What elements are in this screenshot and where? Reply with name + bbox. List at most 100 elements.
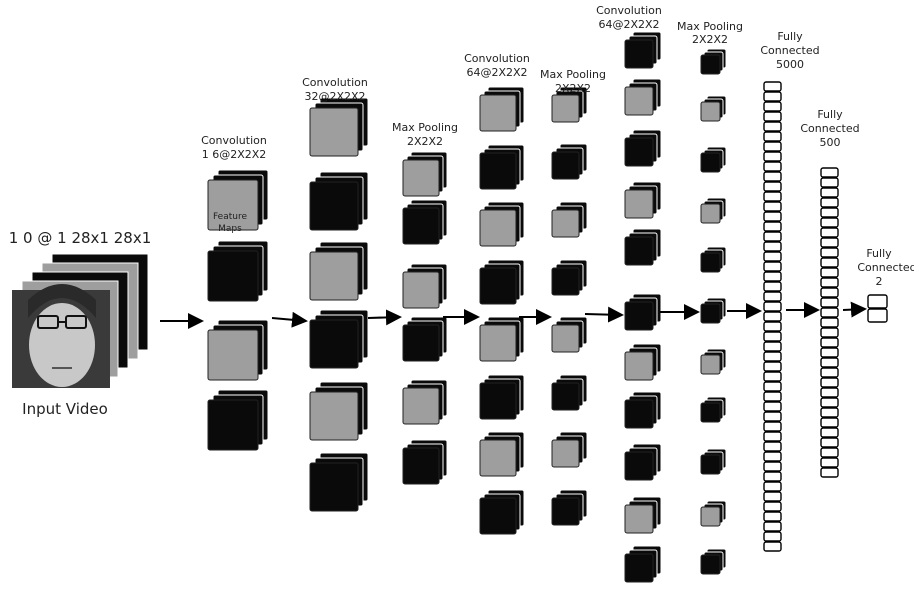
fc1-neuron bbox=[764, 522, 781, 531]
fc1-neuron bbox=[764, 352, 781, 361]
fc1-neuron bbox=[764, 142, 781, 151]
conv3-feature-map bbox=[480, 145, 524, 189]
flow-arrow bbox=[585, 314, 622, 315]
flow-arrow bbox=[368, 317, 400, 318]
fc1-neuron bbox=[764, 122, 781, 131]
pool3-feature-map bbox=[701, 49, 726, 74]
pool1-feature-map bbox=[403, 380, 447, 424]
fc2-neuron bbox=[821, 288, 838, 297]
pool2-feature-map bbox=[552, 490, 587, 525]
fc2-neuron bbox=[821, 198, 838, 207]
fc1-neuron bbox=[764, 102, 781, 111]
conv4-feature-map bbox=[625, 229, 661, 265]
conv1-feature-map bbox=[208, 320, 268, 380]
fc1-neuron bbox=[764, 512, 781, 521]
conv3-feature-map bbox=[480, 317, 524, 361]
fc3-neuron bbox=[868, 295, 887, 308]
fc2-neuron bbox=[821, 418, 838, 427]
fc2-neuron bbox=[821, 468, 838, 477]
pool2-feature-map bbox=[552, 202, 587, 237]
pool2-feature-map bbox=[552, 375, 587, 410]
pool2-feature-map bbox=[552, 317, 587, 352]
conv4-label: Convolution bbox=[596, 4, 662, 17]
pool1-feature-map bbox=[403, 317, 447, 361]
conv2-feature-map bbox=[310, 310, 368, 368]
fc1-neuron bbox=[764, 332, 781, 341]
fc1-neuron bbox=[764, 242, 781, 251]
fc1-neuron bbox=[764, 262, 781, 271]
fc1-neuron bbox=[764, 462, 781, 471]
conv3-feature-map bbox=[480, 87, 524, 131]
pool3-feature-map bbox=[701, 397, 726, 422]
fc1-neuron bbox=[764, 392, 781, 401]
pool3-feature-map bbox=[701, 147, 726, 172]
conv1-feature-map bbox=[208, 390, 268, 450]
fc3-label-line2: Connected bbox=[857, 261, 914, 274]
fc1-label: Fully bbox=[777, 30, 803, 43]
conv4-feature-map bbox=[625, 294, 661, 330]
fc1-neuron bbox=[764, 162, 781, 171]
fc1-neuron bbox=[764, 412, 781, 421]
fc1-neuron bbox=[764, 282, 781, 291]
fc1-neuron bbox=[764, 232, 781, 241]
pool2-feature-map bbox=[552, 260, 587, 295]
fc2-neuron bbox=[821, 208, 838, 217]
fc1-neuron bbox=[764, 202, 781, 211]
conv4-size: 64@2X2X2 bbox=[598, 18, 659, 31]
pool1-feature-map bbox=[403, 264, 447, 308]
face-image bbox=[12, 284, 110, 388]
fc2-neuron bbox=[821, 368, 838, 377]
conv3-feature-map bbox=[480, 490, 524, 534]
fc1-neuron bbox=[764, 132, 781, 141]
feature-maps-label: Feature bbox=[213, 212, 247, 222]
conv1-size: 1 6@2X2X2 bbox=[202, 148, 267, 161]
conv3-size: 64@2X2X2 bbox=[466, 66, 527, 79]
fc2-label-line2: Connected bbox=[800, 122, 859, 135]
conv4-feature-map bbox=[625, 497, 661, 533]
fc2-neuron bbox=[821, 458, 838, 467]
fc2-label: Fully bbox=[817, 108, 843, 121]
conv4-feature-map bbox=[625, 32, 661, 68]
fc1-neuron bbox=[764, 542, 781, 551]
fc2-neuron bbox=[821, 178, 838, 187]
fc1-neuron bbox=[764, 402, 781, 411]
fc1-neuron bbox=[764, 472, 781, 481]
pool1-size: 2X2X2 bbox=[407, 135, 443, 148]
pool2-label: Max Pooling bbox=[540, 68, 606, 81]
fc2-neuron bbox=[821, 428, 838, 437]
fc2-neuron bbox=[821, 188, 838, 197]
fc2-neuron bbox=[821, 218, 838, 227]
pool3-feature-map bbox=[701, 298, 726, 323]
fc1-neuron bbox=[764, 302, 781, 311]
fc1-neuron bbox=[764, 382, 781, 391]
conv4-feature-map bbox=[625, 546, 661, 582]
fc2-neuron bbox=[821, 408, 838, 417]
conv3-feature-map bbox=[480, 260, 524, 304]
conv3-feature-map bbox=[480, 432, 524, 476]
pool3-feature-map bbox=[701, 198, 726, 223]
fc1-neuron bbox=[764, 532, 781, 541]
conv1-label: Convolution bbox=[201, 134, 267, 147]
fc2-neuron bbox=[821, 258, 838, 267]
pool2-feature-map bbox=[552, 432, 587, 467]
conv3-feature-map bbox=[480, 202, 524, 246]
input-video-label: Input Video bbox=[22, 400, 108, 418]
fc1-neuron bbox=[764, 222, 781, 231]
feature-map-stacks bbox=[208, 32, 726, 582]
flow-arrow bbox=[843, 309, 865, 310]
fc1-neuron bbox=[764, 342, 781, 351]
pool3-feature-map bbox=[701, 549, 726, 574]
feature-maps-label-line2: Maps bbox=[218, 224, 242, 234]
fc2-neuron bbox=[821, 448, 838, 457]
fc2-neuron bbox=[821, 228, 838, 237]
fc1-neuron bbox=[764, 112, 781, 121]
input-dimension-label: 1 0 @ 1 28x1 28x1 bbox=[9, 229, 152, 247]
pool3-size: 2X2X2 bbox=[692, 33, 728, 46]
fc1-neuron bbox=[764, 422, 781, 431]
pool1-feature-map bbox=[403, 440, 447, 484]
pool1-feature-map bbox=[403, 200, 447, 244]
fc2-neuron bbox=[821, 298, 838, 307]
fc1-label-line2: Connected bbox=[760, 44, 819, 57]
conv2-size: 32@2X2X2 bbox=[304, 90, 365, 103]
